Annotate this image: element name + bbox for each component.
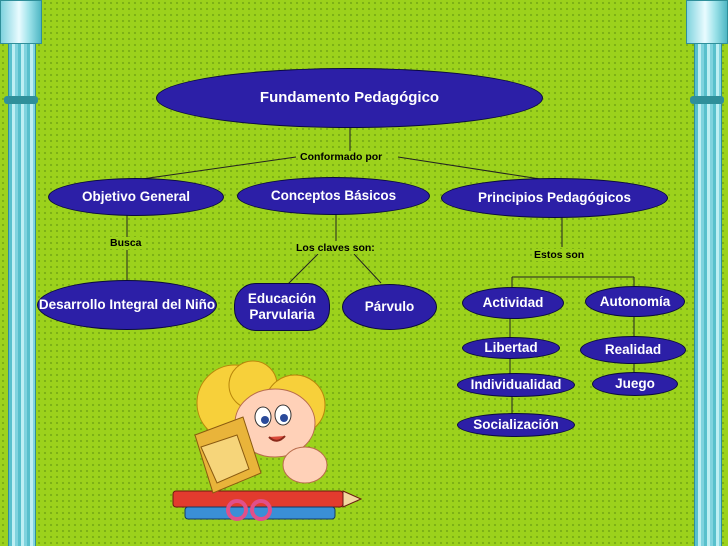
connector-label: Los claves son: [294,242,377,254]
connector-label: Busca [108,237,144,249]
desarrollo-integral-node: Desarrollo Integral del Niño [37,280,217,330]
connector-label: Estos son [532,249,587,261]
juego-node: Juego [592,372,678,396]
individualidad-node: Individualidad [457,373,575,397]
root-node: Fundamento Pedagógico [156,68,543,128]
autonomia-node: Autonomía [585,286,685,317]
realidad-node: Realidad [580,336,686,364]
right-column-pillar-icon [686,0,728,546]
libertad-node: Libertad [462,337,560,359]
child-with-school-supplies-icon [172,360,363,521]
objetivo-general-node: Objetivo General [48,178,224,216]
left-column-pillar-icon [0,0,42,546]
actividad-node: Actividad [462,287,564,319]
educacion-parvularia-node: Educación Parvularia [234,283,330,331]
principios-pedagogicos-node: Principios Pedagógicos [441,178,668,218]
socializacion-node: Socialización [457,413,575,437]
conceptos-basicos-node: Conceptos Básicos [237,177,430,215]
connector-label: Conformado por [298,151,385,163]
parvulo-node: Párvulo [342,284,437,330]
